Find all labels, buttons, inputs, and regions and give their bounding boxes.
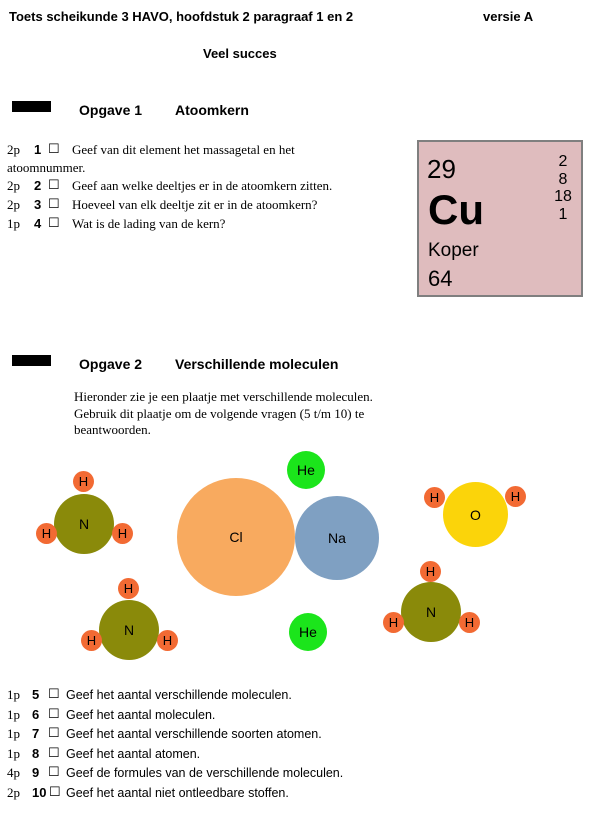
good-luck-text: Veel succes xyxy=(203,46,277,61)
hydrogen-atom: H xyxy=(36,523,57,544)
hydrogen-atom: H xyxy=(73,471,94,492)
points: 2p xyxy=(7,197,20,212)
checkbox-icon[interactable]: ☐ xyxy=(48,706,60,721)
points: 1p xyxy=(7,746,20,761)
exercise2-intro: Hieronder zie je een plaatje met verschi… xyxy=(74,389,373,439)
question-number: 7 xyxy=(32,726,40,741)
question-text: Geef het aantal verschillende moleculen. xyxy=(66,688,292,702)
hydrogen-atom: H xyxy=(459,612,480,633)
question-number: 1 xyxy=(34,142,42,157)
nitrogen-atom: N xyxy=(54,494,114,554)
points: 1p xyxy=(7,707,20,722)
intro-line-3: beantwoorden. xyxy=(74,422,151,437)
question-number: 9 xyxy=(32,765,40,780)
checkbox-icon[interactable]: ☐ xyxy=(48,745,60,760)
question-text: Geef het aantal niet ontleedbare stoffen… xyxy=(66,786,289,800)
checkbox-icon[interactable]: ☐ xyxy=(48,141,60,156)
element-card: 29 Cu Koper 64 2 8 18 1 xyxy=(417,140,583,297)
question-text: Hoeveel van elk deeltje zit er in de ato… xyxy=(72,197,318,212)
exercise1-label: Opgave 1 xyxy=(79,102,143,118)
question-text: Geef aan welke deeltjes er in de atoomke… xyxy=(72,178,333,193)
points: 2p xyxy=(7,142,20,157)
question-text: Geef van dit element het massagetal en h… xyxy=(72,142,295,157)
checkbox-icon[interactable]: ☐ xyxy=(48,196,60,211)
question-number: 6 xyxy=(32,707,40,722)
element-symbol: Cu xyxy=(428,186,484,233)
question-text: Geef het aantal atomen. xyxy=(66,747,201,761)
nitrogen-atom: N xyxy=(99,600,159,660)
element-name: Koper xyxy=(428,240,479,261)
question-text: Geef het aantal verschillende soorten at… xyxy=(66,727,322,741)
points: 2p xyxy=(7,178,20,193)
shell-2: 8 xyxy=(558,170,568,188)
version-label: versie A xyxy=(483,9,534,24)
hydrogen-atom: H xyxy=(420,561,441,582)
exercise2-title: Verschillende moleculen xyxy=(175,356,339,372)
question-number: 2 xyxy=(34,178,42,193)
exercise2-label: Opgave 2 xyxy=(79,356,143,372)
checkbox-icon[interactable]: ☐ xyxy=(48,215,60,230)
question-text: Geef de formules van de verschillende mo… xyxy=(66,766,344,780)
shell-3: 18 xyxy=(554,188,572,205)
question-number: 10 xyxy=(32,785,47,800)
mass-number: 64 xyxy=(428,266,453,291)
hydrogen-atom: H xyxy=(505,486,526,507)
helium-atom: He xyxy=(287,451,325,489)
chlorine-atom: Cl xyxy=(177,478,295,596)
score-bar-2 xyxy=(12,355,51,366)
points: 1p xyxy=(7,687,20,702)
checkbox-icon[interactable]: ☐ xyxy=(48,686,60,701)
checkbox-icon[interactable]: ☐ xyxy=(48,725,60,740)
question-text-continued: atoomnummer. xyxy=(7,160,86,175)
electron-shells: 2 8 18 1 xyxy=(549,153,577,223)
question-text: Geef het aantal moleculen. xyxy=(66,708,216,722)
sodium-atom: Na xyxy=(295,496,379,580)
atomic-number: 29 xyxy=(427,154,456,184)
nitrogen-atom: N xyxy=(401,582,461,642)
intro-line-1: Hieronder zie je een plaatje met verschi… xyxy=(74,389,373,404)
document-title: Toets scheikunde 3 HAVO, hoofdstuk 2 par… xyxy=(9,9,354,24)
score-bar-1 xyxy=(12,101,51,112)
question-number: 4 xyxy=(34,216,42,231)
hydrogen-atom: H xyxy=(112,523,133,544)
question-number: 3 xyxy=(34,197,42,212)
oxygen-atom: O xyxy=(443,482,508,547)
points: 2p xyxy=(7,785,20,800)
exercise1-title: Atoomkern xyxy=(175,102,249,118)
intro-line-2: Gebruik dit plaatje om de volgende vrage… xyxy=(74,405,365,421)
question-number: 8 xyxy=(32,746,40,761)
question-number: 5 xyxy=(32,687,40,702)
question-text: Wat is de lading van de kern? xyxy=(72,216,226,231)
hydrogen-atom: H xyxy=(424,487,445,508)
helium-atom: He xyxy=(289,613,327,651)
checkbox-icon[interactable]: ☐ xyxy=(49,784,61,799)
shell-1: 2 xyxy=(558,153,568,170)
points: 1p xyxy=(7,216,20,231)
shell-4: 1 xyxy=(558,205,568,223)
hydrogen-atom: H xyxy=(118,578,139,599)
points: 1p xyxy=(7,726,20,741)
hydrogen-atom: H xyxy=(383,612,404,633)
checkbox-icon[interactable]: ☐ xyxy=(48,764,60,779)
hydrogen-atom: H xyxy=(157,630,178,651)
hydrogen-atom: H xyxy=(81,630,102,651)
checkbox-icon[interactable]: ☐ xyxy=(48,177,60,192)
points: 4p xyxy=(7,765,20,780)
